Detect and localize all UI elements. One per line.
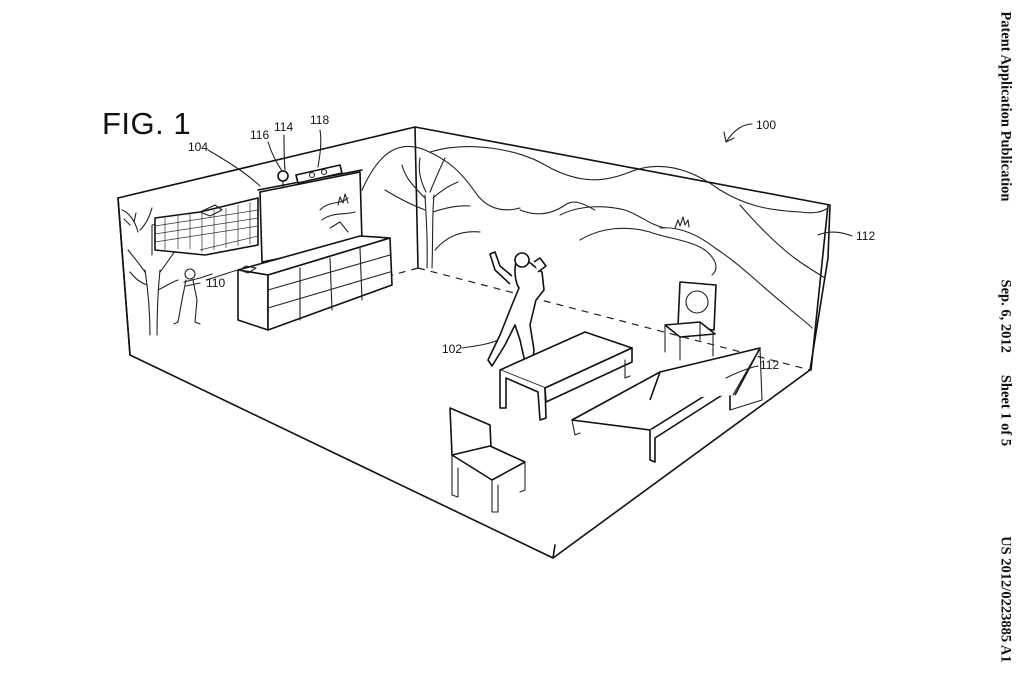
left-wall-mural (121, 207, 213, 336)
ref-112-furniture: 112 (760, 358, 779, 372)
ref-114: 114 (274, 120, 293, 134)
header-date: Sep. 6, 2012 (997, 279, 1014, 353)
patent-header: Patent Application Publication Sep. 6, 2… (997, 11, 1014, 662)
ref-104: 104 (188, 140, 208, 154)
display-screen (151, 169, 363, 263)
leader-lines (205, 123, 853, 379)
table (499, 331, 633, 421)
ref-110: 110 (206, 276, 225, 290)
wall-mural (361, 145, 829, 329)
chair-back (664, 281, 717, 361)
user-figure (487, 251, 547, 367)
header-publication: Patent Application Publication (997, 11, 1014, 202)
header-sheet: Sheet 1 of 5 (997, 374, 1014, 447)
depth-camera (277, 164, 343, 189)
ref-116: 116 (250, 128, 269, 142)
ref-112-walls: 112 (856, 229, 875, 243)
media-console (237, 235, 393, 331)
sofa (571, 347, 763, 463)
chair-front (449, 407, 526, 513)
figure-title: FIG. 1 (102, 106, 192, 141)
ref-100: 100 (756, 118, 776, 132)
reference-numerals: 100 102 104 110 112 112 114 116 118 (188, 113, 875, 372)
header-number: US 2012/0223885 A1 (997, 536, 1014, 663)
ref-118: 118 (310, 113, 329, 127)
ref-102: 102 (442, 342, 462, 356)
